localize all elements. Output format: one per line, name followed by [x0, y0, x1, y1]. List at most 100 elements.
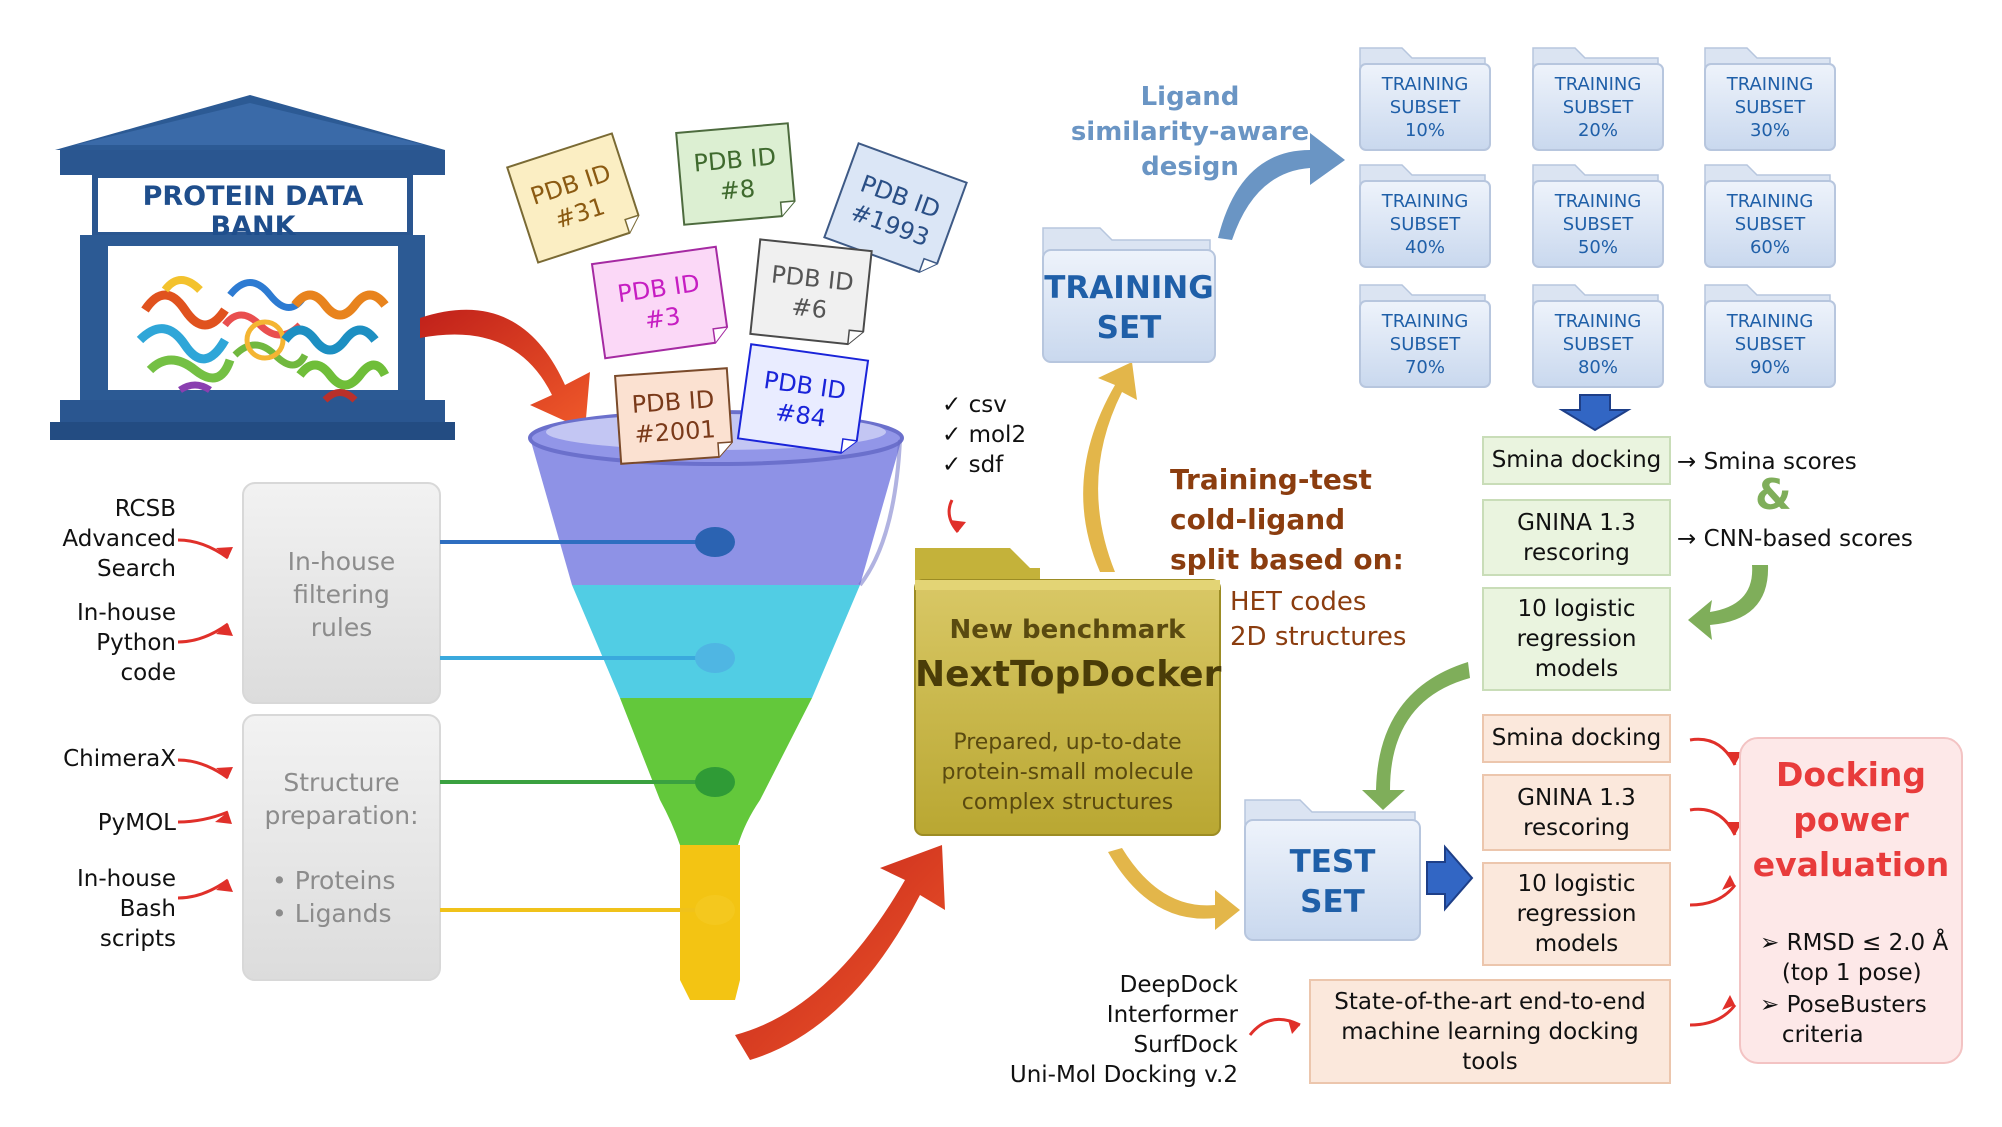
- evaluation-criterion-posebusters: ➢ PoseBusters criteria: [1760, 992, 1927, 1048]
- subset-label-line: SUBSET: [1390, 334, 1461, 355]
- filtering-box: [242, 482, 441, 704]
- pdb-title: PROTEIN DATA BANK: [142, 181, 364, 242]
- subset-label-line: 90%: [1750, 357, 1790, 378]
- subset-label-line: SUBSET: [1390, 214, 1461, 235]
- train-smina-label: Smina docking: [1491, 447, 1662, 473]
- pdb-card: PDB ID#8: [675, 122, 796, 226]
- arrow-cnn-to-logistic: [1688, 565, 1769, 640]
- prep-title: Structure preparation:: [264, 768, 419, 830]
- ml-tools-box: [1309, 979, 1671, 1084]
- cnn-scores-label: → CNN-based scores: [1677, 526, 1913, 552]
- evaluation-box: [1739, 737, 1963, 1064]
- test-smina-label: Smina docking: [1491, 725, 1662, 751]
- pdb-card: PDB ID#2001: [613, 367, 733, 465]
- subset-label-line: TRAINING: [1726, 311, 1814, 332]
- subset-label-line: SUBSET: [1735, 97, 1806, 118]
- arrow-benchmark-to-training: [1083, 362, 1137, 572]
- train-gnina-box: [1482, 499, 1671, 576]
- benchmark-folder: [914, 548, 1221, 836]
- split-criteria: HET codes 2D structures: [1230, 587, 1407, 652]
- evaluation-title: Docking power evaluation: [1752, 755, 1950, 884]
- pdb-card-text: #2001: [634, 415, 717, 449]
- subset-label-line: TRAINING: [1381, 311, 1469, 332]
- pdb-card: PDB ID#31: [505, 132, 640, 264]
- test-gnina-box: [1482, 774, 1671, 851]
- test-set-folder: [1244, 799, 1421, 941]
- pdb-card: PDB ID#1993: [823, 142, 968, 273]
- subset-label-line: SUBSET: [1563, 214, 1634, 235]
- arrow-subsets-down: [1558, 394, 1632, 432]
- split-title: Training-test cold-ligand split based on…: [1170, 463, 1404, 576]
- ampersand: &: [1755, 470, 1792, 519]
- funnel-lines: [440, 540, 712, 912]
- source-rcsb: RCSB Advanced Search: [62, 496, 176, 582]
- small-red-arrows: [177, 499, 1737, 1036]
- arrow-logistic-to-test: [1362, 662, 1470, 810]
- test-logistic-label: 10 logistic regression models: [1516, 871, 1637, 957]
- prep-item-proteins: • Proteins: [272, 866, 396, 895]
- subset-label-line: SUBSET: [1390, 97, 1461, 118]
- subset-label-line: 30%: [1750, 120, 1790, 141]
- arrow-test-to-pipeline: [1426, 844, 1474, 912]
- evaluation-criterion-rmsd: ➢ RMSD ≤ 2.0 Å (top 1 pose): [1760, 930, 1949, 986]
- subset-label-line: SUBSET: [1735, 214, 1806, 235]
- subset-label-line: TRAINING: [1381, 191, 1469, 212]
- benchmark-desc: Prepared, up-to-date protein-small molec…: [941, 730, 1194, 815]
- similarity-label: Ligand similarity-aware design: [1070, 82, 1310, 182]
- pdb-card-text: #8: [719, 174, 757, 205]
- training-set-folder: [1042, 227, 1216, 363]
- test-set-label: TEST SET: [1289, 844, 1376, 920]
- subset-label-line: 20%: [1578, 120, 1618, 141]
- source-chimerax: ChimeraX: [63, 746, 176, 772]
- smina-scores-label: → Smina scores: [1677, 449, 1857, 475]
- subset-label-line: TRAINING: [1726, 191, 1814, 212]
- test-smina-box: [1482, 714, 1671, 763]
- subset-label-line: SUBSET: [1563, 97, 1634, 118]
- pdb-card-text: PDB ID: [631, 385, 715, 419]
- ml-tools-list: DeepDock Interformer SurfDock Uni-Mol Do…: [1009, 972, 1238, 1088]
- arrow-training-to-subsets: [1218, 133, 1345, 240]
- prep-item-ligands: • Ligands: [272, 899, 392, 928]
- format-csv: ✓ csv: [942, 392, 1007, 418]
- pdb-card: PDB ID#84: [736, 343, 870, 454]
- filtering-text: In-house filtering rules: [287, 547, 396, 642]
- arrow-funnel-to-benchmark: [735, 845, 945, 1060]
- pdb-card-text: #3: [643, 302, 682, 335]
- prep-box: [242, 714, 441, 981]
- pdb-card-text: #6: [790, 293, 828, 325]
- source-bash: In-house Bash scripts: [76, 866, 176, 952]
- subset-label-line: 80%: [1578, 357, 1618, 378]
- subset-label-line: SUBSET: [1563, 334, 1634, 355]
- pdb-building: [50, 95, 455, 440]
- source-pymol: PyMOL: [97, 810, 176, 836]
- subset-label-line: TRAINING: [1726, 74, 1814, 95]
- benchmark-subtitle: New benchmark: [949, 615, 1186, 645]
- arrow-benchmark-to-test: [1108, 848, 1240, 930]
- source-python: In-house Python code: [76, 600, 176, 686]
- ml-tools-box-label: State-of-the-art end-to-end machine lear…: [1334, 989, 1646, 1075]
- training-set-label: TRAINING SET: [1044, 270, 1214, 346]
- subset-label-line: 60%: [1750, 237, 1790, 258]
- train-smina-box: [1482, 436, 1671, 485]
- pdb-card: PDB ID#3: [590, 245, 729, 360]
- test-gnina-label: GNINA 1.3 rescoring: [1517, 785, 1636, 841]
- subset-label-line: 40%: [1405, 237, 1445, 258]
- subset-label-line: 50%: [1578, 237, 1618, 258]
- test-logistic-box: [1482, 862, 1671, 966]
- subset-folders: TRAININGSUBSET10%TRAININGSUBSET20%TRAINI…: [1359, 47, 1836, 388]
- format-mol2: ✓ mol2: [942, 422, 1027, 448]
- subset-label-line: 70%: [1405, 357, 1445, 378]
- subset-label-line: SUBSET: [1735, 334, 1806, 355]
- subset-label-line: TRAINING: [1554, 311, 1642, 332]
